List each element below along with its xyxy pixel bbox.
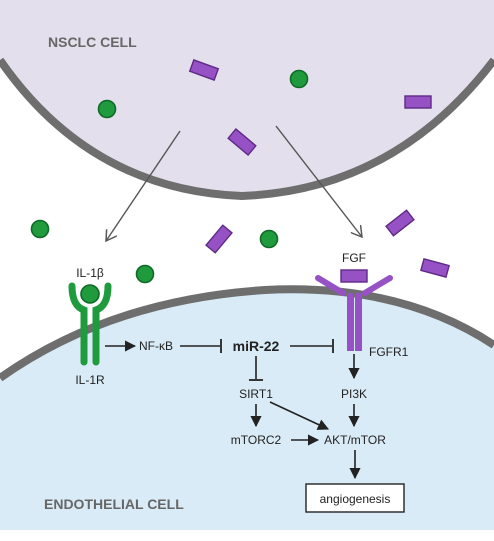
il1r-label: IL-1R: [75, 373, 105, 387]
fgf-molecule-icon: [420, 257, 450, 279]
il1b-molecule-icon: [30, 219, 50, 239]
il1b-molecule-icon: [289, 69, 309, 89]
secretion-arrow-il1b: [106, 130, 181, 241]
fgf-molecule-icon: [205, 224, 233, 254]
nfkb-label: NF-κB: [139, 339, 173, 353]
il1r-receptor-icon: [68, 282, 112, 366]
nsclc-cell-membrane: [0, 57, 494, 201]
arrow-sirt1-to-aktmtor: [269, 401, 330, 430]
fgf-molecule-icon: [404, 95, 432, 109]
angiogenesis-box: [305, 483, 405, 513]
fgfr1-receptor-icon: [315, 269, 393, 351]
endothelial-cell-body: [0, 289, 494, 530]
secretion-arrow-fgf: [275, 125, 362, 237]
angiogenesis-label: angiogenesis: [320, 492, 391, 506]
il1b-molecule-icon: [135, 264, 155, 284]
il1b-molecule-icon: [259, 229, 279, 249]
il1b-label: IL-1β: [76, 266, 104, 280]
endothelial-cell-membrane: [0, 285, 494, 382]
pi3k-label: PI3K: [341, 387, 367, 401]
mtorc2-label: mTORC2: [231, 433, 282, 447]
aktmtor-label: AKT/mTOR: [324, 433, 386, 447]
nsclc-cell-body: [0, 0, 494, 196]
mir22-label: miR-22: [233, 338, 280, 354]
fgf-label: FGF: [342, 251, 366, 265]
sirt1-label: SIRT1: [239, 387, 273, 401]
fgf-molecule-icon: [188, 59, 220, 81]
endothelial-cell-label: ENDOTHELIAL CELL: [44, 496, 184, 512]
fgf-molecule-icon: [227, 128, 257, 156]
il1b-molecule-icon: [97, 99, 117, 119]
fgf-molecule-icon: [385, 209, 415, 237]
fgfr1-label: FGFR1: [369, 345, 409, 359]
nsclc-cell-label: NSCLC CELL: [48, 34, 137, 50]
